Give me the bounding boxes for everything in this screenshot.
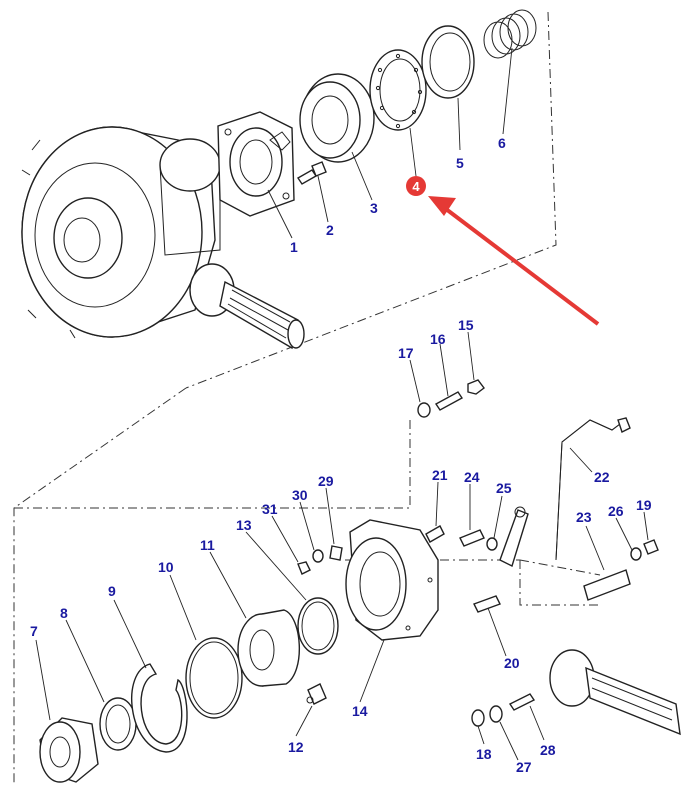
part-4-shim-ring xyxy=(369,49,427,131)
callout-3: 3 xyxy=(370,200,378,216)
pinion-shaft-top xyxy=(189,263,305,350)
callout-23: 23 xyxy=(576,509,592,525)
leader-lines xyxy=(35,47,649,761)
highlight-arrow xyxy=(428,196,600,326)
callout-4: 4 xyxy=(412,179,420,194)
part-31-nut xyxy=(297,561,311,575)
callout-27: 27 xyxy=(516,759,532,775)
callout-17: 17 xyxy=(398,345,414,361)
callout-18: 18 xyxy=(476,746,492,762)
part-2-bolt xyxy=(297,161,327,185)
part-24-bolt xyxy=(459,529,485,547)
callout-2: 2 xyxy=(326,222,334,238)
callout-10: 10 xyxy=(158,559,174,575)
callout-12: 12 xyxy=(288,739,304,755)
part-20-stud xyxy=(473,595,501,613)
part-15-nut xyxy=(467,379,485,395)
callout-4-badge: 4 xyxy=(406,176,426,196)
part-8-washer xyxy=(99,697,137,751)
part-27-washer xyxy=(489,705,503,723)
part-14-housing xyxy=(345,519,439,641)
part-3-roller-bearing xyxy=(299,73,375,163)
part-7-coupling xyxy=(39,717,99,783)
callout-21: 21 xyxy=(432,467,448,483)
differential-housing xyxy=(21,126,221,339)
callout-9: 9 xyxy=(108,583,116,599)
part-6-spring xyxy=(483,9,537,59)
part-5-ring xyxy=(421,25,475,99)
part-18-sleeve xyxy=(471,709,485,727)
part-12-plug xyxy=(306,683,327,705)
part-28-bolt xyxy=(508,693,536,711)
part-30-washer xyxy=(312,549,324,563)
callout-16: 16 xyxy=(430,331,446,347)
callout-31: 31 xyxy=(262,501,278,517)
part-26-washer xyxy=(630,547,642,561)
callout-24: 24 xyxy=(464,469,480,485)
part-16-stud xyxy=(434,391,464,411)
callout-28: 28 xyxy=(540,742,556,758)
callout-11: 11 xyxy=(200,537,215,553)
part-23-bracket xyxy=(583,569,631,601)
callout-5: 5 xyxy=(456,155,464,171)
tube-clamp xyxy=(499,506,529,567)
callout-13: 13 xyxy=(236,517,252,533)
callout-19: 19 xyxy=(636,497,652,513)
part-1-bearing-flange xyxy=(217,111,295,217)
callout-7: 7 xyxy=(30,623,38,639)
callout-26: 26 xyxy=(608,503,624,519)
callout-22: 22 xyxy=(594,469,610,485)
callout-labels: 1 2 3 4 5 6 7 8 9 10 11 12 13 14 15 16 1… xyxy=(30,135,652,775)
callout-25: 25 xyxy=(496,480,512,496)
part-10-o-ring xyxy=(185,637,243,719)
callout-29: 29 xyxy=(318,473,334,489)
assembly-boundary xyxy=(13,11,601,785)
pinion-shaft-bottom xyxy=(549,649,681,736)
part-22-pipe xyxy=(555,417,631,561)
part-19-nut xyxy=(643,539,659,555)
callout-6: 6 xyxy=(498,135,506,151)
part-11-piston xyxy=(237,609,300,687)
part-29-clip xyxy=(329,545,343,561)
callout-1: 1 xyxy=(290,239,298,255)
part-13-o-ring xyxy=(297,597,339,655)
part-25-washer xyxy=(486,537,498,551)
callout-30: 30 xyxy=(292,487,308,503)
callout-14: 14 xyxy=(352,703,368,719)
callout-20: 20 xyxy=(504,655,520,671)
callout-8: 8 xyxy=(60,605,68,621)
part-21-bolt xyxy=(425,525,445,543)
callout-15: 15 xyxy=(458,317,474,333)
part-9-circlip xyxy=(131,663,188,753)
part-17-washer xyxy=(417,402,431,418)
